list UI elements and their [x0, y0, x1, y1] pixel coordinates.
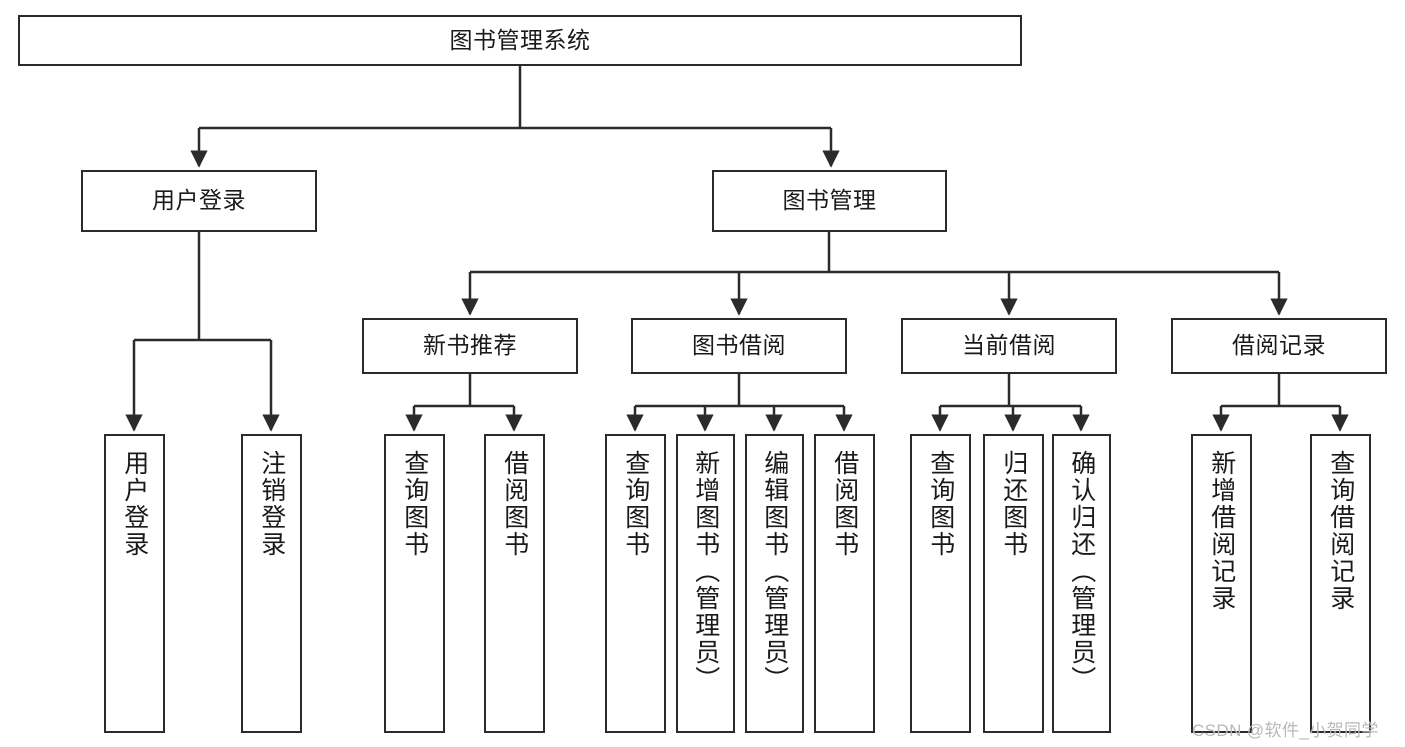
node-leaf-query-book-3[interactable]: 查询图书: [910, 434, 971, 733]
node-leaf-logout-login-label: 注销登录: [257, 450, 286, 558]
node-leaf-query-borrow-record-label: 查询借阅记录: [1326, 450, 1355, 612]
node-user-login[interactable]: 用户登录: [81, 170, 317, 232]
node-leaf-query-book-3-label: 查询图书: [926, 450, 955, 558]
node-leaf-logout-login[interactable]: 注销登录: [241, 434, 302, 733]
node-book-borrow[interactable]: 图书借阅: [631, 318, 847, 374]
node-leaf-borrow-book-2[interactable]: 借阅图书: [814, 434, 875, 733]
node-borrow-record-label: 借阅记录: [1232, 332, 1326, 359]
node-leaf-add-book-admin[interactable]: 新增图书（管理员）: [676, 434, 735, 733]
node-book-borrow-label: 图书借阅: [692, 332, 786, 359]
node-leaf-query-book-2-label: 查询图书: [621, 450, 650, 558]
node-leaf-return-book[interactable]: 归还图书: [983, 434, 1044, 733]
node-leaf-borrow-book-1[interactable]: 借阅图书: [484, 434, 545, 733]
node-leaf-query-book-2[interactable]: 查询图书: [605, 434, 666, 733]
node-leaf-return-book-label: 归还图书: [999, 450, 1028, 558]
node-leaf-query-book-1[interactable]: 查询图书: [384, 434, 445, 733]
node-new-book-recommend-label: 新书推荐: [423, 332, 517, 359]
node-leaf-edit-book-admin-label: 编辑图书（管理员）: [760, 450, 789, 693]
watermark-text: CSDN @软件_小贺同学: [1192, 721, 1379, 740]
node-leaf-query-borrow-record[interactable]: 查询借阅记录: [1310, 434, 1371, 733]
node-current-borrow-label: 当前借阅: [962, 332, 1056, 359]
node-current-borrow[interactable]: 当前借阅: [901, 318, 1117, 374]
node-leaf-query-book-1-label: 查询图书: [400, 450, 429, 558]
node-leaf-add-borrow-record-label: 新增借阅记录: [1207, 450, 1236, 612]
node-leaf-user-login[interactable]: 用户登录: [104, 434, 165, 733]
node-leaf-add-book-admin-label: 新增图书（管理员）: [691, 450, 720, 693]
node-root-label: 图书管理系统: [449, 26, 591, 53]
node-leaf-add-borrow-record[interactable]: 新增借阅记录: [1191, 434, 1252, 733]
node-leaf-user-login-label: 用户登录: [120, 450, 149, 558]
node-book-manage[interactable]: 图书管理: [712, 170, 947, 232]
node-user-login-label: 用户登录: [152, 187, 246, 214]
node-new-book-recommend[interactable]: 新书推荐: [362, 318, 578, 374]
node-book-manage-label: 图书管理: [782, 187, 877, 214]
node-leaf-confirm-return-admin-label: 确认归还（管理员）: [1067, 450, 1096, 693]
node-leaf-borrow-book-1-label: 借阅图书: [500, 450, 529, 558]
node-root[interactable]: 图书管理系统: [18, 15, 1022, 66]
node-leaf-edit-book-admin[interactable]: 编辑图书（管理员）: [745, 434, 804, 733]
node-leaf-confirm-return-admin[interactable]: 确认归还（管理员）: [1052, 434, 1111, 733]
node-leaf-borrow-book-2-label: 借阅图书: [830, 450, 859, 558]
node-borrow-record[interactable]: 借阅记录: [1171, 318, 1387, 374]
